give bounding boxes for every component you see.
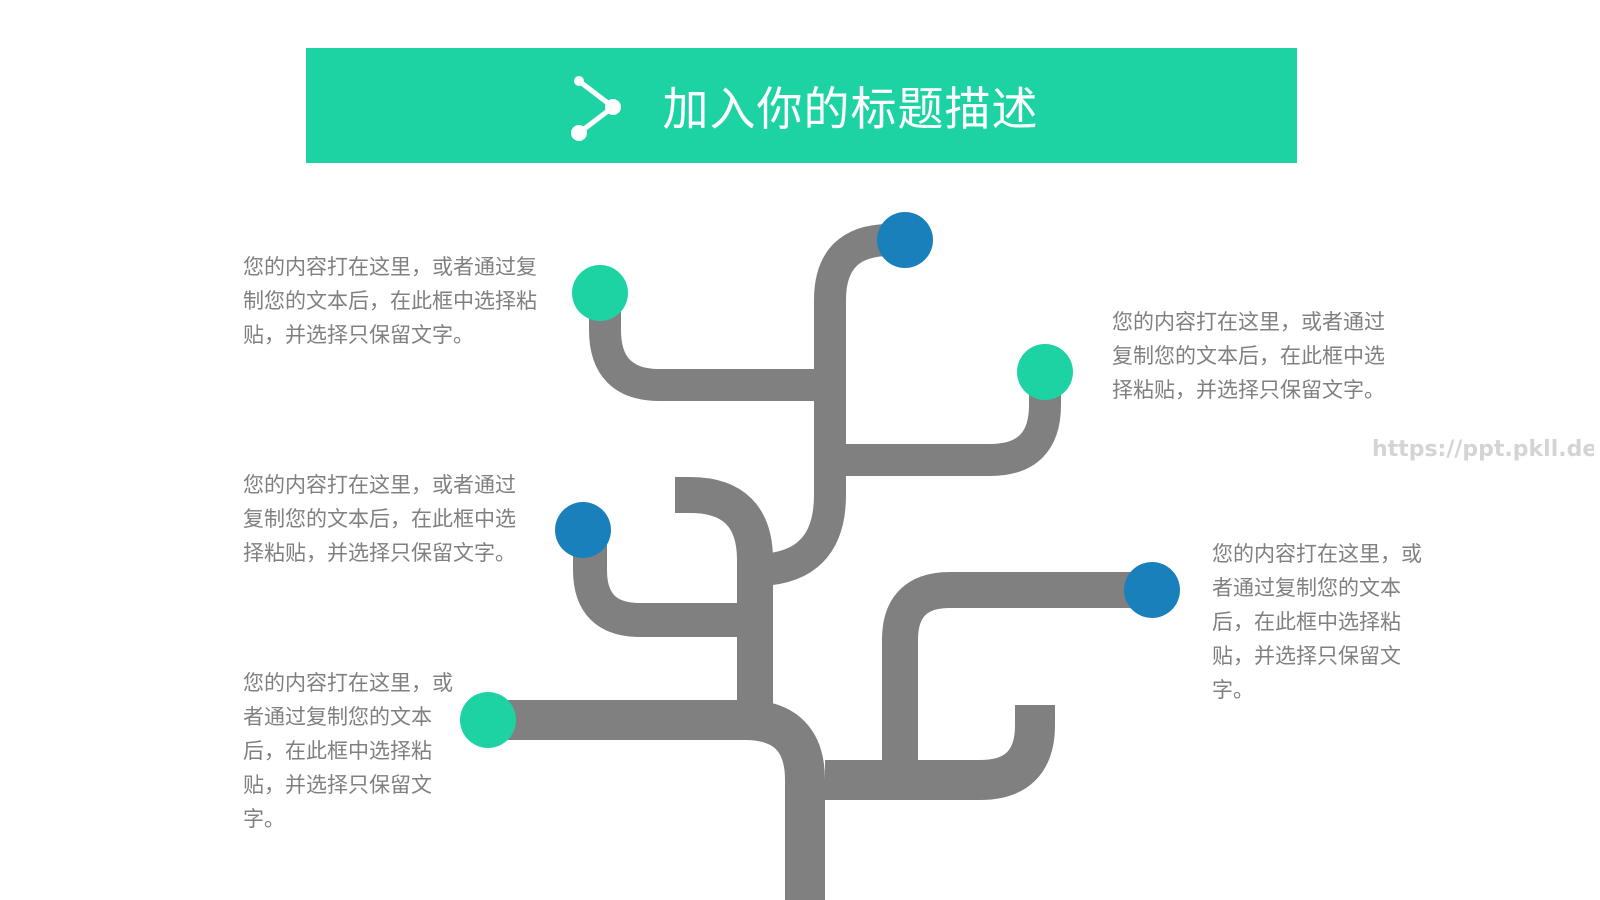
page-title: 加入你的标题描述 bbox=[662, 81, 1039, 136]
node-top-blue bbox=[877, 212, 933, 268]
branch-trunk-middle bbox=[675, 477, 773, 730]
description-text: 您的内容打在这里，或者通过复制您的文本后，在此框中选择粘贴，并选择只保留文字。 bbox=[1112, 310, 1385, 402]
description-text: 您的内容打在这里，或者通过复制您的文本后，在此框中选择粘贴，并选择只保留文字。 bbox=[243, 671, 453, 831]
branch-mid-left bbox=[573, 530, 755, 637]
branch-upper-stem bbox=[754, 224, 891, 586]
branch-lower-right bbox=[825, 705, 1055, 800]
share-icon bbox=[570, 75, 621, 141]
description-text: 您的内容打在这里，或者通过复制您的文本后，在此框中选择粘贴，并选择只保留文字。 bbox=[243, 255, 537, 347]
node-upper-left-green bbox=[572, 265, 628, 321]
node-right-green bbox=[1017, 344, 1073, 400]
watermark: https://ppt.pkll.de bbox=[1372, 437, 1594, 462]
node-mid-left-blue bbox=[555, 502, 611, 558]
branch-right-blue bbox=[882, 572, 1150, 780]
header-bar: 加入你的标题描述 bbox=[306, 48, 1297, 163]
description-text: 您的内容打在这里，或者通过复制您的文本后，在此框中选择粘贴，并选择只保留文字。 bbox=[243, 473, 516, 565]
node-right-blue bbox=[1124, 562, 1180, 618]
branch-upper-left bbox=[589, 295, 830, 401]
node-lower-left-green bbox=[460, 692, 516, 748]
branch-upper-right bbox=[830, 375, 1061, 476]
description-text: 您的内容打在这里，或者通过复制您的文本后，在此框中选择粘贴，并选择只保留文字。 bbox=[1212, 542, 1422, 702]
branch-trunk-lower bbox=[744, 700, 825, 900]
